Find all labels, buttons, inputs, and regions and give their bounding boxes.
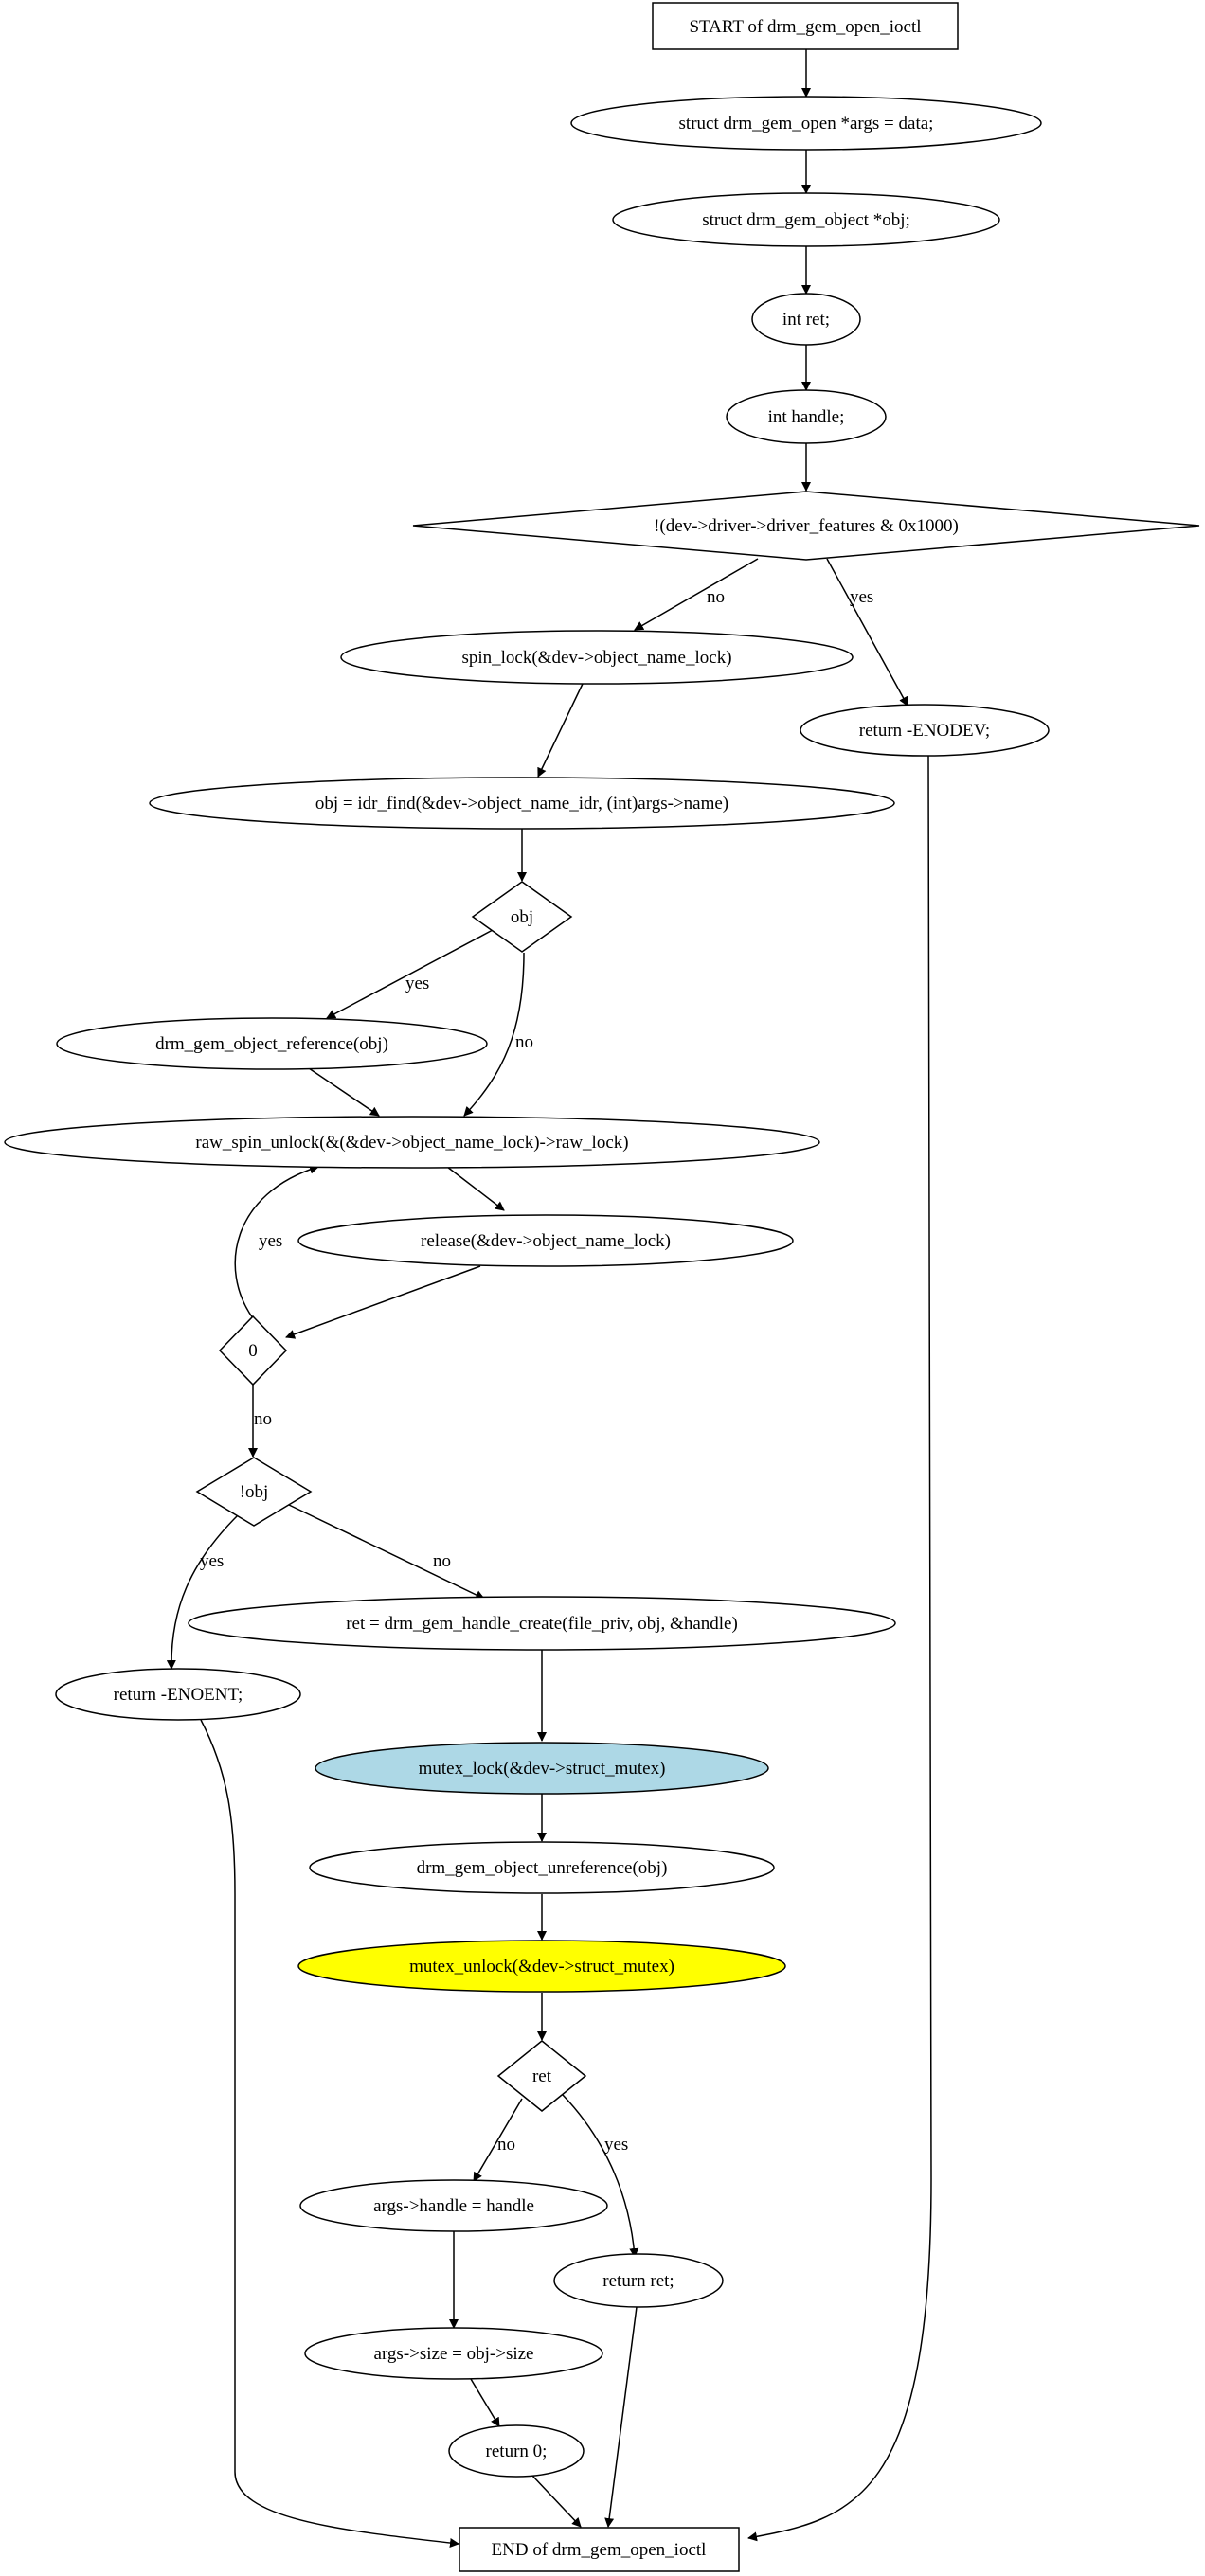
node-return-enodev: return -ENODEV; (800, 704, 1050, 757)
node-obj-decl: struct drm_gem_object *obj; (612, 192, 1000, 247)
node-feature-check-label: !(dev->driver->driver_features & 0x1000) (654, 516, 959, 536)
edge-label-obj-no: no (515, 1032, 533, 1052)
node-ret-decl: int ret; (751, 293, 861, 346)
edge-label-ret-yes: yes (604, 2135, 628, 2155)
node-ret-check: ret (496, 2040, 587, 2112)
node-start: START of drm_gem_open_ioctl (652, 2, 959, 50)
edge-label-zero-no: no (254, 1409, 272, 1429)
edge-ret-check-yes (562, 2094, 639, 2258)
node-args-decl-label: struct drm_gem_open *args = data; (679, 114, 934, 134)
edge-feature-check-yes (826, 558, 908, 707)
node-handle-decl: int handle; (726, 389, 887, 444)
edges (166, 49, 932, 2548)
edge-labels: no yes yes no yes no yes no no yes (200, 587, 873, 2155)
node-not-obj-check-label: !obj (240, 1482, 269, 1502)
edge-return-enodev-to-end (747, 754, 932, 2542)
node-start-label: START of drm_gem_open_ioctl (689, 17, 921, 37)
node-mutex-lock: mutex_lock(&dev->struct_mutex) (315, 1742, 769, 1795)
node-ret-check-label: ret (532, 2066, 552, 2086)
edge-obj-check-no (463, 952, 525, 1117)
edge-label-obj-yes: yes (405, 974, 429, 993)
node-obj-unreference-label: drm_gem_object_unreference(obj) (417, 1858, 668, 1878)
edge-not-obj-no (288, 1504, 485, 1600)
node-set-size: args->size = obj->size (304, 2327, 603, 2380)
node-mutex-unlock-label: mutex_unlock(&dev->struct_mutex) (409, 1957, 674, 1977)
edge-return-enoent-to-end (200, 1719, 459, 2548)
node-zero-check: 0 (218, 1315, 288, 1386)
node-raw-spin-unlock-label: raw_spin_unlock(&(&dev->object_name_lock… (195, 1133, 628, 1153)
edge-label-feature-no: no (707, 587, 725, 607)
edge-return-ret-to-end (604, 2306, 638, 2528)
node-spin-lock: spin_lock(&dev->object_name_lock) (340, 630, 854, 685)
node-args-decl: struct drm_gem_open *args = data; (570, 96, 1042, 151)
node-zero-check-label: 0 (248, 1341, 258, 1361)
edge-ret-check-no (473, 2098, 523, 2182)
node-idr-find: obj = idr_find(&dev->object_name_idr, (i… (149, 777, 895, 830)
node-spin-lock-label: spin_lock(&dev->object_name_lock) (461, 648, 731, 668)
node-return-ret: return ret; (553, 2253, 724, 2308)
node-set-handle-label: args->handle = handle (373, 2196, 534, 2216)
nodes: START of drm_gem_open_ioctl struct drm_g… (4, 2, 1200, 2572)
edge-label-zero-yes: yes (259, 1231, 282, 1251)
node-return-enoent: return -ENOENT; (55, 1668, 301, 1721)
node-not-obj-check: !obj (195, 1457, 313, 1527)
edge-return-zero-to-end (531, 2475, 582, 2528)
edge-feature-check-no (634, 558, 759, 631)
edge-zero-check-yes (234, 1164, 319, 1319)
edge-obj-check-yes (326, 929, 494, 1019)
node-return-zero-label: return 0; (486, 2442, 548, 2461)
node-mutex-unlock: mutex_unlock(&dev->struct_mutex) (297, 1940, 786, 1993)
node-obj-unreference: drm_gem_object_unreference(obj) (309, 1841, 775, 1894)
node-end: END of drm_gem_open_ioctl (459, 2527, 740, 2572)
edge-label-not-obj-yes: yes (200, 1551, 224, 1571)
edge-release-to-zero-check (285, 1265, 481, 1339)
node-return-zero: return 0; (448, 2424, 585, 2478)
node-idr-find-label: obj = idr_find(&dev->object_name_idr, (i… (315, 794, 728, 814)
node-set-size-label: args->size = obj->size (374, 2344, 534, 2364)
edge-label-ret-no: no (497, 2135, 515, 2155)
edge-not-obj-yes (166, 1512, 241, 1670)
node-obj-reference-label: drm_gem_object_reference(obj) (155, 1034, 388, 1054)
node-end-label: END of drm_gem_open_ioctl (492, 2540, 707, 2560)
node-handle-create: ret = drm_gem_handle_create(file_priv, o… (188, 1596, 896, 1651)
node-obj-check: obj (471, 881, 573, 953)
edge-raw-unlock-to-release (446, 1166, 505, 1211)
edge-spin-lock-to-idr-find (537, 683, 584, 778)
edge-set-size-to-return-zero (470, 2378, 500, 2427)
node-return-enoent-label: return -ENOENT; (114, 1685, 243, 1705)
node-mutex-lock-label: mutex_lock(&dev->struct_mutex) (419, 1759, 666, 1779)
node-obj-reference: drm_gem_object_reference(obj) (56, 1017, 488, 1070)
node-raw-spin-unlock: raw_spin_unlock(&(&dev->object_name_lock… (4, 1116, 820, 1169)
node-handle-decl-label: int handle; (768, 407, 845, 427)
node-release-label: release(&dev->object_name_lock) (421, 1231, 671, 1251)
node-feature-check: !(dev->driver->driver_features & 0x1000) (412, 491, 1200, 561)
node-return-enodev-label: return -ENODEV; (859, 721, 990, 741)
node-set-handle: args->handle = handle (299, 2179, 608, 2232)
edge-obj-reference-to-raw-unlock (308, 1067, 380, 1117)
edge-label-not-obj-no: no (433, 1551, 451, 1571)
node-obj-check-label: obj (511, 907, 533, 927)
edge-label-feature-yes: yes (850, 587, 873, 607)
node-ret-decl-label: int ret; (782, 310, 830, 330)
node-release: release(&dev->object_name_lock) (297, 1214, 794, 1267)
node-handle-create-label: ret = drm_gem_handle_create(file_priv, o… (346, 1614, 738, 1634)
node-return-ret-label: return ret; (602, 2271, 674, 2291)
node-obj-decl-label: struct drm_gem_object *obj; (702, 210, 910, 230)
